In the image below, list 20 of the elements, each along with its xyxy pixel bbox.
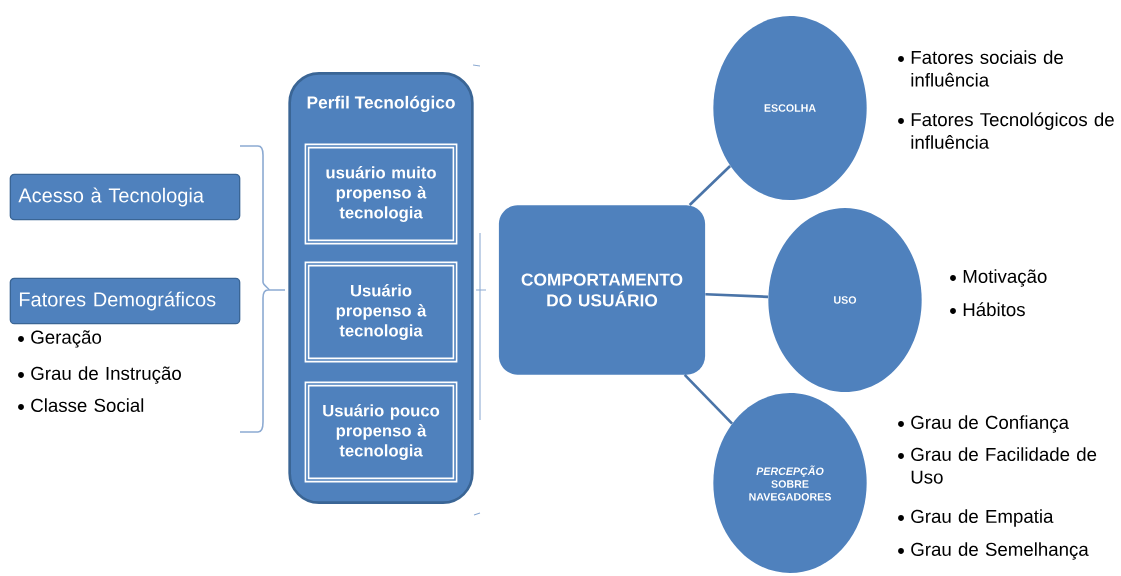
label-box: Fatores Demográficos (9, 277, 241, 325)
bullet-item: Grau de Instrução (18, 366, 181, 384)
bullet-item: Grau de Confiança (898, 415, 1069, 433)
bullet-item: Fatores sociais de influência (898, 50, 1063, 87)
bullet-item: Motivação (950, 269, 1047, 287)
bullet-item: Grau de Empatia (898, 509, 1054, 527)
process-box: COMPORTAMENTO DO USUÁRIO (498, 205, 706, 375)
bullet-item: Fatores Tecnológicos de influência (898, 112, 1114, 149)
bullet-item: Geração (18, 330, 102, 348)
profile-box: Usuário propenso à tecnologia (304, 261, 458, 363)
profile-box: Usuário pouco propenso à tecnologia (304, 381, 458, 483)
bullet-item: Grau de Semelhança (898, 542, 1089, 560)
label-box: Acesso à Tecnologia (9, 173, 241, 221)
connector (705, 292, 769, 299)
bullet-item: Hábitos (950, 302, 1025, 317)
connector (683, 374, 734, 425)
connector (688, 165, 732, 207)
bullet-item: Classe Social (18, 398, 144, 412)
bullet-item: Grau de Facilidade de Uso (898, 447, 1097, 484)
profile-box: usuário muito propenso à tecnologia (304, 143, 458, 245)
